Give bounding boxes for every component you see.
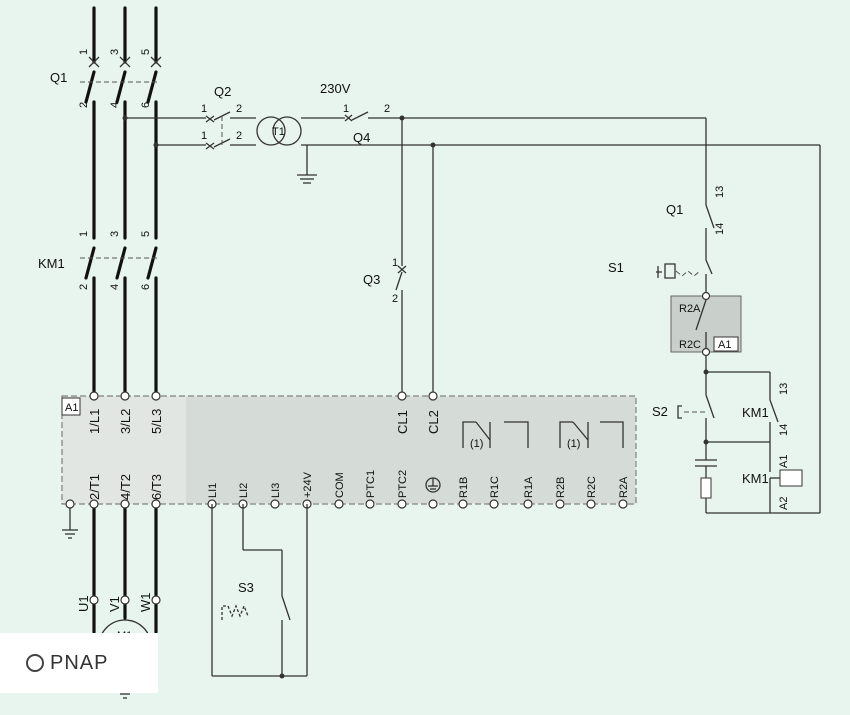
svg-text:1: 1 [201,103,207,115]
svg-text:6: 6 [140,284,152,290]
terminal-l2: 3/L2 [118,409,133,434]
svg-text:4: 4 [109,102,121,108]
svg-text:A1: A1 [778,455,790,468]
svg-text:3: 3 [109,231,121,237]
svg-text:R2A: R2A [679,303,701,315]
svg-text:2: 2 [78,102,90,108]
svg-text:3: 3 [109,49,121,55]
starter-bottom-terminals: 2/T1 4/T2 6/T3 LI1 LI2 LI3 +24V COM PTC1… [62,470,630,539]
s1-label: S1 [608,260,624,275]
svg-text:PTC2: PTC2 [397,470,409,498]
svg-text:V1: V1 [107,596,122,612]
svg-text:2: 2 [236,103,242,115]
voltage-label: 230V [320,81,351,96]
q4-label: Q4 [353,130,370,145]
svg-text:PTC1: PTC1 [365,470,377,498]
svg-text:R2B: R2B [555,477,567,498]
svg-text:LI2: LI2 [238,483,250,498]
svg-text:A2: A2 [778,497,790,510]
logo-text: PNAP [50,651,109,674]
svg-text:14: 14 [714,223,726,235]
svg-text:5: 5 [140,49,152,55]
q2-label: Q2 [214,84,231,99]
svg-text:COM: COM [334,472,346,498]
svg-text:1: 1 [201,130,207,142]
svg-text:1: 1 [343,103,349,115]
terminal-cl1: CL1 [395,410,410,434]
q1-pole-labels: 1 3 5 2 4 6 [78,49,152,108]
q3-label: Q3 [363,272,380,287]
svg-text:14: 14 [778,424,790,436]
svg-text:R2C: R2C [586,476,598,498]
s3-circuit: S3 [211,504,308,679]
km1-aux-label: KM1 [742,405,769,420]
s3-label: S3 [238,580,254,595]
svg-text:13: 13 [778,383,790,395]
terminal-t3: 6/T3 [149,474,164,500]
svg-text:U1: U1 [76,595,91,612]
svg-text:(1): (1) [567,438,580,450]
km1-label: KM1 [38,256,65,271]
svg-text:LI3: LI3 [270,483,282,498]
svg-text:+24V: +24V [302,471,314,498]
s2-label: S2 [652,404,668,419]
q1-label: Q1 [50,70,67,85]
svg-text:5: 5 [140,231,152,237]
a1-label: A1 [65,402,78,414]
svg-text:2: 2 [384,103,390,115]
q3-circuit: Q3 1 2 [363,118,434,396]
q1-aux-label: Q1 [666,202,683,217]
svg-text:W1: W1 [138,593,153,613]
svg-text:LI1: LI1 [207,483,219,498]
terminal-l3: 5/L3 [149,409,164,434]
svg-text:R1A: R1A [523,476,535,498]
power-lines [80,6,162,634]
terminal-l1: 1/L1 [87,409,102,434]
km1-pole-labels: 1 3 5 2 4 6 [78,231,152,290]
svg-text:A1: A1 [718,339,731,351]
svg-text:R2A: R2A [618,476,630,498]
logo-icon [26,654,44,672]
starter-top-terminals: 1/L1 3/L2 5/L3 CL1 CL2 [87,391,441,434]
svg-text:1: 1 [78,231,90,237]
svg-text:4: 4 [109,284,121,290]
svg-text:2: 2 [236,130,242,142]
terminal-t1: 2/T1 [87,474,102,500]
svg-text:R1C: R1C [489,476,501,498]
pnap-logo: PNAP [0,633,158,693]
svg-text:R1B: R1B [458,477,470,498]
right-control-circuit: 13 14 Q1 S1 R2A R2C A1 13 14 KM1 S2 [608,118,821,514]
svg-text:2: 2 [392,293,398,305]
terminal-cl2: CL2 [426,410,441,434]
control-transformer-circuit: 1 2 1 2 Q2 T1 1 2 230V Q4 [122,81,820,184]
svg-text:(1): (1) [470,438,483,450]
svg-text:2: 2 [78,284,90,290]
terminal-t2: 4/T2 [118,474,133,500]
svg-text:1: 1 [78,49,90,55]
km1-coil-label: KM1 [742,471,769,486]
svg-text:R2C: R2C [679,339,701,351]
svg-text:1: 1 [392,257,398,269]
soft-starter-control-section [186,397,635,503]
a1-label-box [61,397,81,416]
svg-text:6: 6 [140,102,152,108]
t1-label: T1 [272,126,285,138]
svg-text:13: 13 [714,186,726,198]
internal-relays: (1) (1) [462,421,624,450]
